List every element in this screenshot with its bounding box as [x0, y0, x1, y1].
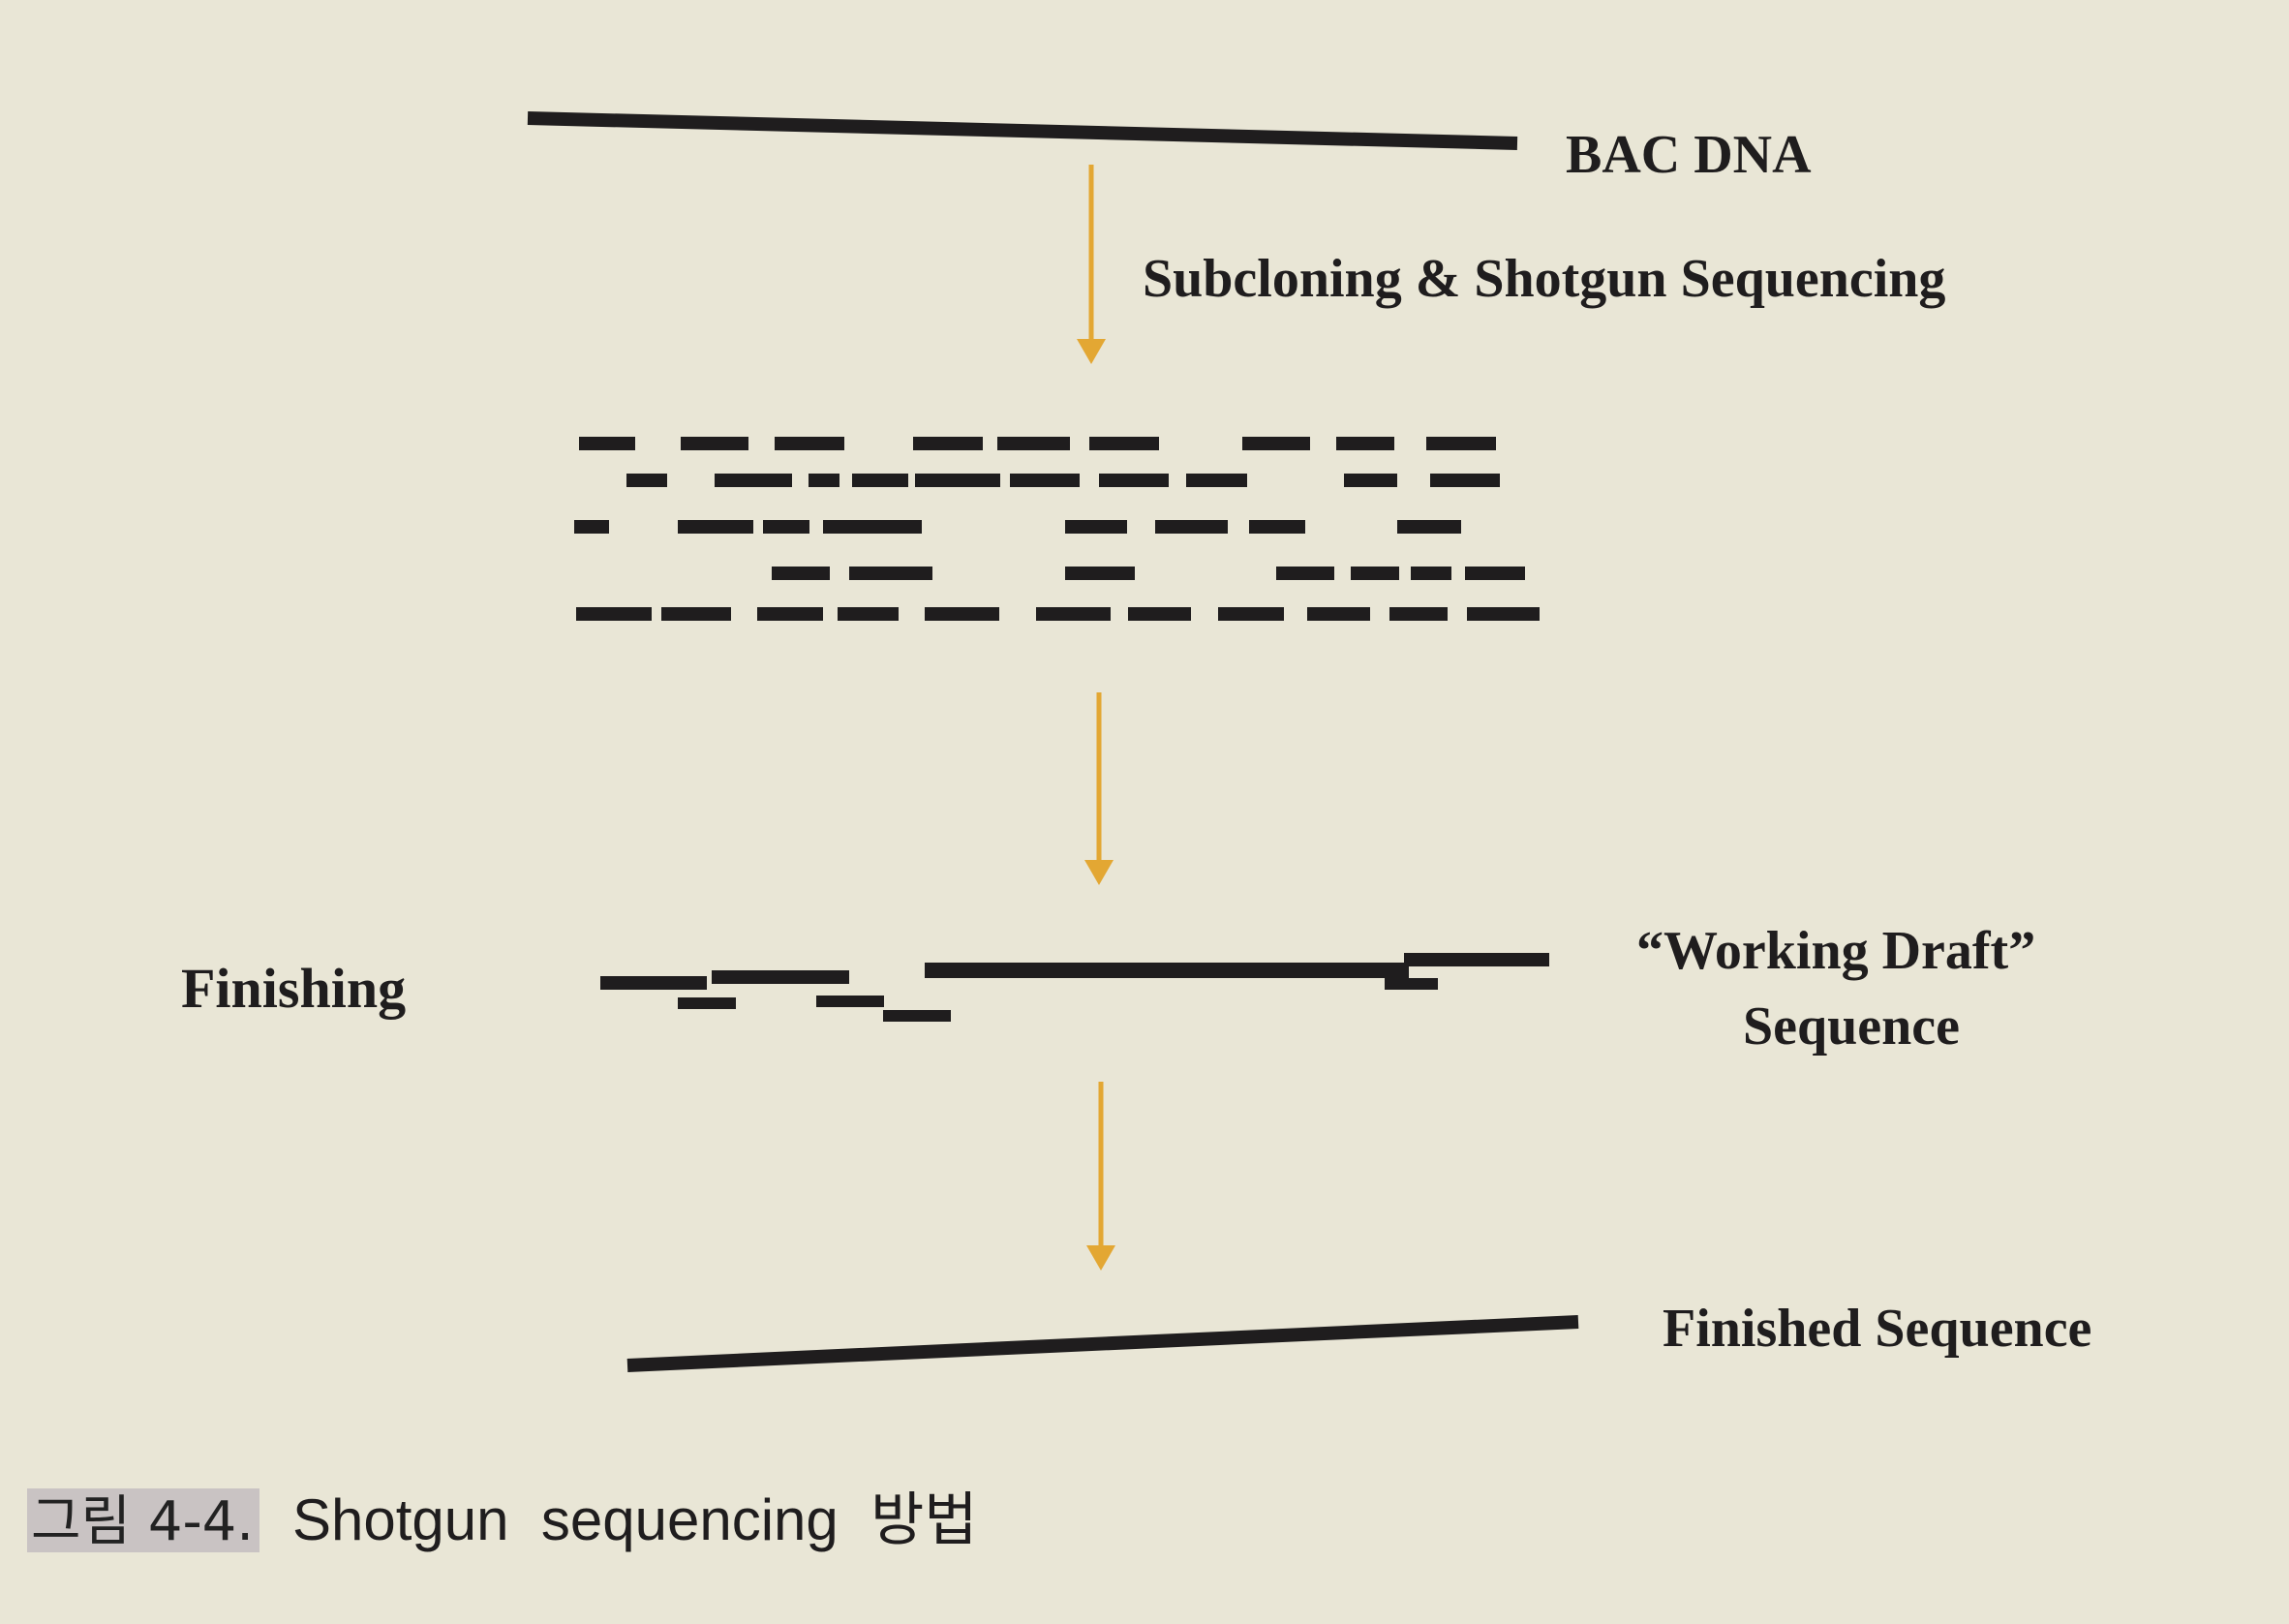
finishing-label: Finishing — [181, 957, 406, 1020]
working-draft-contigs — [600, 953, 1549, 1022]
figure-caption-text: Shotgun sequencing 방법 — [292, 1487, 978, 1552]
figure-caption-prefix: 그림 4-4. — [31, 1490, 254, 1553]
arrow-down-2 — [1084, 692, 1114, 885]
finished-sequence-line — [626, 1315, 1579, 1372]
arrow-down-3 — [1086, 1082, 1115, 1271]
working-draft-label: “Working Draft” — [1636, 921, 2035, 981]
arrow-down-1 — [1077, 165, 1106, 364]
shotgun-fragments — [574, 437, 1540, 621]
finished-sequence-label: Finished Sequence — [1663, 1299, 2091, 1359]
working-draft-label-line2: Sequence — [1743, 996, 1960, 1057]
bac-dna-line — [527, 111, 1518, 150]
caption-highlight — [27, 1488, 259, 1552]
subcloning-label: Subcloning & Shotgun Sequencing — [1143, 249, 1945, 309]
bac-dna-label: BAC DNA — [1566, 125, 1812, 185]
